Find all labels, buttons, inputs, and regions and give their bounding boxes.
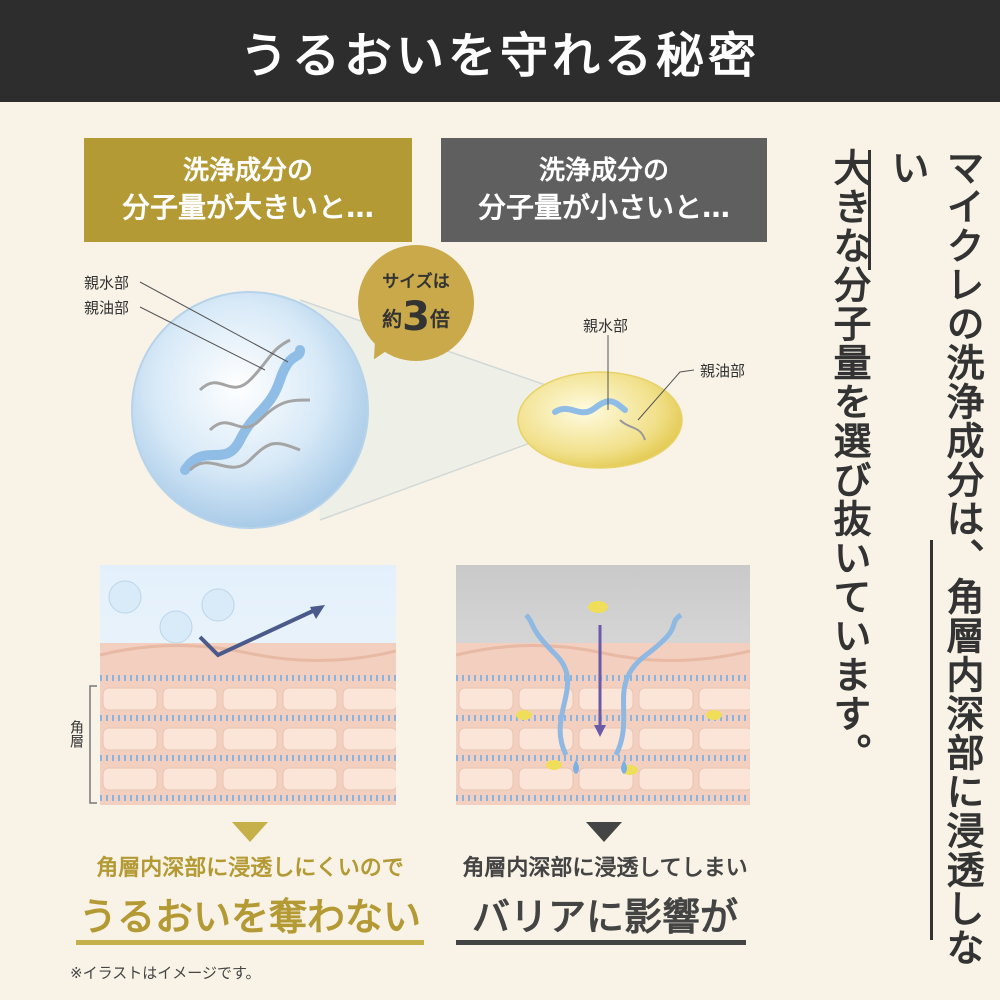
result-large-molecule: 角層内深部に浸透しにくいので うるおいを奪わない bbox=[70, 850, 430, 941]
size-ratio-value: 約3倍 bbox=[382, 293, 450, 340]
large-molecule-strand-1 bbox=[198, 338, 291, 392]
skin-illustration-left bbox=[100, 565, 396, 805]
small-molecule-label-line2: 分子量が小さいと… bbox=[477, 190, 730, 224]
result-left-underline bbox=[76, 940, 424, 945]
projection-line-bottom bbox=[319, 431, 561, 521]
page-title: うるおいを守れる秘密 bbox=[0, 0, 1000, 102]
leader-lipophilic-right bbox=[637, 369, 695, 421]
large-molecule-label: 洗浄成分の 分子量が大きいと… bbox=[84, 138, 412, 242]
small-molecule-label: 洗浄成分の 分子量が小さいと… bbox=[441, 138, 767, 242]
skin-illustration-right bbox=[456, 565, 750, 805]
stratum-corneum-bracket bbox=[89, 685, 97, 804]
large-molecule-sphere bbox=[131, 291, 369, 529]
result-large-molecule-line1: 角層内深部に浸透しにくいので bbox=[96, 856, 404, 881]
large-molecule-strand-3 bbox=[188, 441, 301, 472]
large-molecule-label-line1: 洗浄成分の bbox=[182, 155, 313, 186]
small-molecule-label-line1: 洗浄成分の bbox=[538, 155, 669, 186]
result-right-underline bbox=[456, 940, 746, 945]
size-ratio-bubble: サイズは 約3倍 bbox=[358, 245, 474, 361]
illustration-note: ※イラストはイメージです。 bbox=[70, 964, 261, 982]
result-small-molecule-line2: バリアに影響が bbox=[471, 895, 738, 939]
claim-text-column-2: 大きな分子量を選び抜いています。 bbox=[827, 148, 871, 772]
result-small-molecule: 角層内深部に浸透してしまい バリアに影響が bbox=[440, 850, 770, 941]
label-lipophilic-right: 親油部 bbox=[700, 362, 746, 380]
result-small-molecule-line1: 角層内深部に浸透してしまい bbox=[462, 856, 748, 881]
large-molecule-label-line2: 分子量が大きいと… bbox=[121, 190, 374, 224]
label-hydrophilic-right: 親水部 bbox=[583, 317, 629, 335]
leader-lipophilic-left bbox=[139, 306, 266, 371]
leader-hydrophilic-left bbox=[139, 281, 289, 363]
label-hydrophilic-left: 親水部 bbox=[84, 274, 130, 292]
small-molecule-sphere bbox=[517, 371, 683, 469]
vertical-rule-top bbox=[868, 150, 871, 270]
down-arrow-left-icon bbox=[232, 822, 268, 842]
large-molecule-strand-2 bbox=[208, 398, 311, 432]
claim-text-column-1: マイクレの洗浄成分は、角層内深部に浸透しない bbox=[885, 148, 984, 967]
small-molecule-strand bbox=[619, 419, 646, 441]
stratum-corneum-label: 角層 bbox=[68, 720, 84, 748]
molecule-comparison-illustration bbox=[131, 281, 695, 529]
vertical-rule-bottom bbox=[930, 540, 933, 940]
down-arrow-right-icon bbox=[586, 822, 622, 842]
projection-beam bbox=[300, 300, 560, 520]
size-ratio-caption: サイズは bbox=[382, 271, 450, 292]
label-lipophilic-left: 親油部 bbox=[84, 299, 130, 317]
result-large-molecule-line2: うるおいを奪わない bbox=[78, 895, 421, 939]
small-molecule-tail bbox=[552, 398, 628, 416]
large-molecule-lipophilic-tail bbox=[180, 345, 305, 475]
